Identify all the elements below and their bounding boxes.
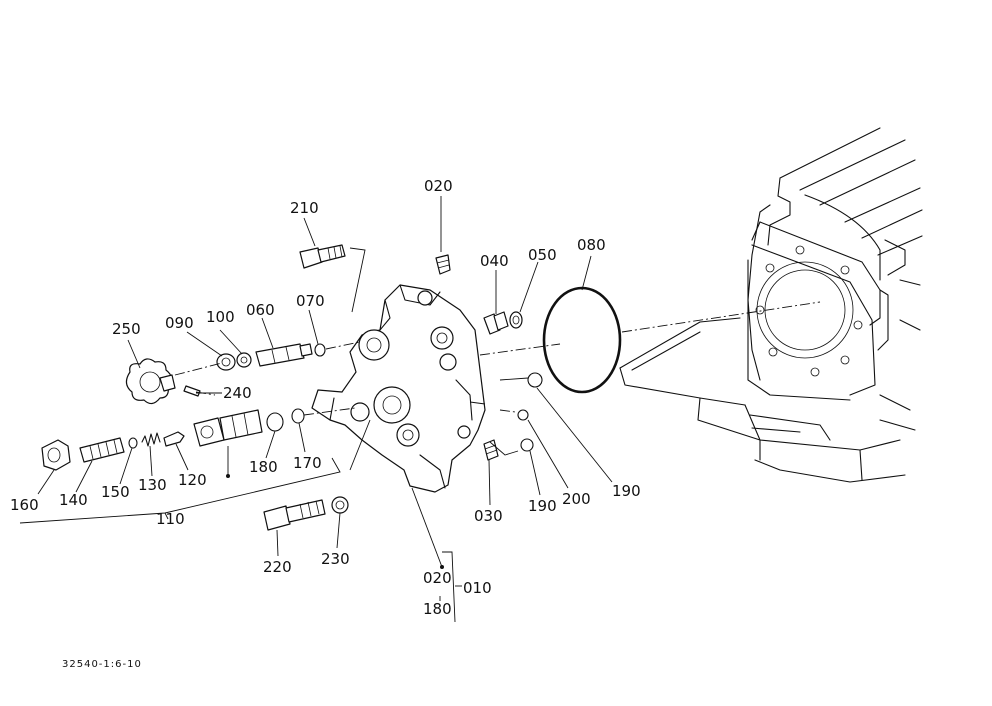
bolt-220 xyxy=(263,499,326,531)
center-lines xyxy=(174,247,821,471)
label-230: 230 xyxy=(321,550,350,568)
spool-060 xyxy=(255,343,313,367)
bracket-110 xyxy=(19,457,341,524)
transmission-case xyxy=(619,127,923,483)
label-160: 160 xyxy=(10,496,39,514)
o-ring-080 xyxy=(542,286,622,394)
o-ring-170 xyxy=(291,408,305,424)
relief-valve-body xyxy=(193,409,263,447)
washer-230 xyxy=(331,496,349,514)
pin-240 xyxy=(183,385,201,397)
washer-050 xyxy=(509,311,523,329)
o-ring-190-lower xyxy=(520,438,534,452)
bolt-210 xyxy=(299,244,346,269)
label-180-bottom: 180 xyxy=(423,600,452,618)
o-ring-180 xyxy=(266,412,284,432)
adjuster-140 xyxy=(79,437,125,463)
drawing-code: 32540-1:6-10 xyxy=(62,659,142,670)
label-170: 170 xyxy=(293,454,322,472)
label-110: 110 xyxy=(156,510,185,528)
o-ring-190-upper xyxy=(527,372,543,388)
label-150: 150 xyxy=(101,483,130,501)
ring-150 xyxy=(128,437,138,449)
valve-housing xyxy=(311,284,486,493)
label-050: 050 xyxy=(528,246,557,264)
label-010: 010 xyxy=(463,579,492,597)
plug-030 xyxy=(483,439,499,461)
leader-lines xyxy=(37,196,613,623)
part-labels: 020 210 040 050 080 060 070 100 090 250 … xyxy=(10,177,641,670)
plug-020 xyxy=(435,254,451,275)
spring-130 xyxy=(141,432,161,447)
label-180-left: 180 xyxy=(249,458,278,476)
label-020-top: 020 xyxy=(424,177,453,195)
label-070: 070 xyxy=(296,292,325,310)
o-ring-070 xyxy=(314,343,326,357)
label-140: 140 xyxy=(59,491,88,509)
label-200: 200 xyxy=(562,490,591,508)
label-240: 240 xyxy=(223,384,252,402)
label-100: 100 xyxy=(206,308,235,326)
label-120: 120 xyxy=(178,471,207,489)
poppet-120 xyxy=(163,431,185,447)
label-030: 030 xyxy=(474,507,503,525)
label-220: 220 xyxy=(263,558,292,576)
label-250: 250 xyxy=(112,320,141,338)
nut-160 xyxy=(41,439,71,471)
label-060: 060 xyxy=(246,301,275,319)
washer-090 xyxy=(216,353,236,371)
label-080: 080 xyxy=(577,236,606,254)
o-ring-200 xyxy=(517,409,529,421)
label-040: 040 xyxy=(480,252,509,270)
fitting-040 xyxy=(483,311,509,335)
label-190-lower: 190 xyxy=(528,497,557,515)
label-210: 210 xyxy=(290,199,319,217)
label-020-bottom: 020 xyxy=(423,569,452,587)
label-090: 090 xyxy=(165,314,194,332)
washer-100 xyxy=(236,352,252,368)
label-130: 130 xyxy=(138,476,167,494)
label-190-right: 190 xyxy=(612,482,641,500)
